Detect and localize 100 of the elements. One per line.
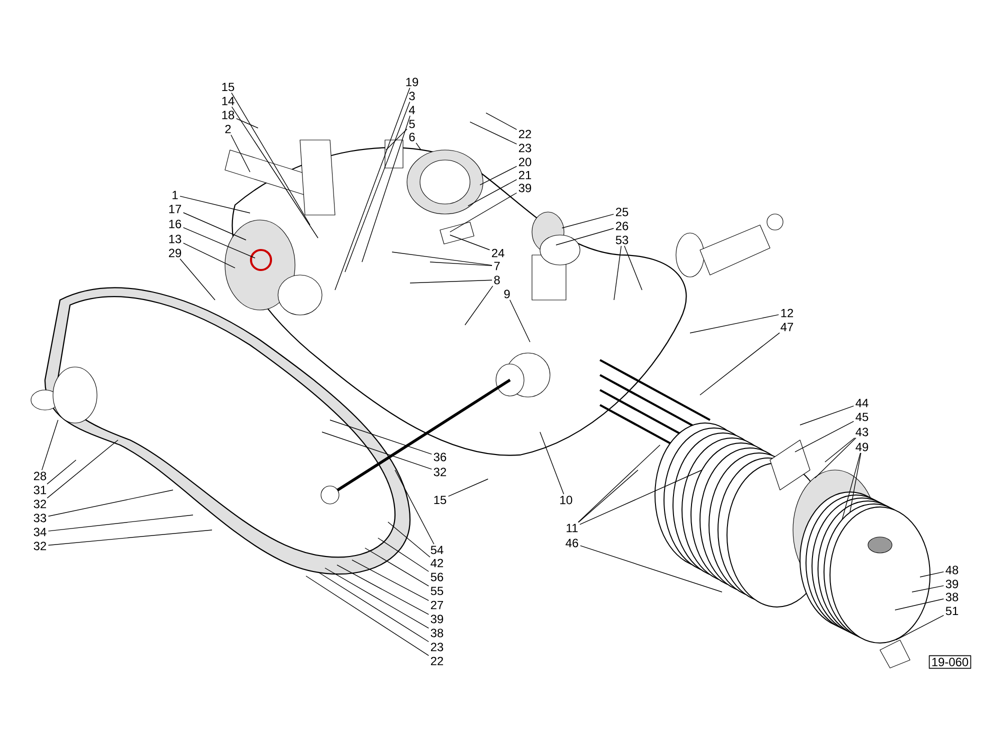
leader-line bbox=[306, 576, 430, 656]
leader-line bbox=[48, 490, 174, 517]
callout-number: 7 bbox=[494, 262, 500, 270]
callout-number: 6 bbox=[409, 132, 415, 142]
callout-number: 4 bbox=[408, 106, 415, 114]
leader-line bbox=[362, 115, 410, 262]
callout-number: 53 bbox=[616, 236, 628, 244]
callout-number: 29 bbox=[168, 248, 182, 258]
leader-line bbox=[48, 514, 194, 532]
leader-line bbox=[800, 406, 854, 426]
callout-number: 13 bbox=[169, 234, 182, 244]
callout-number: 28 bbox=[34, 472, 46, 480]
leader-line bbox=[182, 242, 236, 268]
leader-line bbox=[578, 444, 660, 523]
callout-number: 39 bbox=[518, 184, 532, 192]
leader-line bbox=[700, 332, 780, 396]
leader-line bbox=[624, 246, 642, 290]
callout-number: 17 bbox=[169, 204, 182, 214]
callout-number: 9 bbox=[504, 290, 510, 298]
callout-number: 39 bbox=[430, 614, 444, 624]
leader-line bbox=[912, 585, 944, 592]
leader-line bbox=[430, 262, 492, 266]
leader-line bbox=[450, 234, 490, 250]
leader-line bbox=[580, 470, 702, 525]
leader-line bbox=[578, 470, 638, 523]
leader-line bbox=[46, 460, 76, 484]
callout-number: 32 bbox=[434, 468, 446, 476]
leader-line bbox=[470, 122, 518, 144]
leader-line bbox=[388, 522, 430, 558]
leader-line bbox=[850, 452, 862, 512]
callout-number: 15 bbox=[434, 496, 446, 504]
callout-number: 32 bbox=[34, 542, 46, 550]
callout-number: 2 bbox=[225, 124, 231, 134]
leader-line bbox=[480, 166, 518, 186]
leader-line bbox=[48, 530, 212, 546]
leader-line bbox=[352, 560, 430, 601]
callout-number: 19 bbox=[406, 78, 418, 86]
callout-number: 23 bbox=[518, 144, 532, 152]
callout-number: 25 bbox=[616, 208, 628, 216]
callout-number: 8 bbox=[494, 276, 500, 284]
leader-line bbox=[231, 106, 318, 238]
leader-line bbox=[324, 568, 430, 629]
callout-number: 48 bbox=[946, 566, 958, 574]
leader-line bbox=[562, 214, 614, 228]
callout-number: 36 bbox=[434, 452, 446, 462]
callout-number: 43 bbox=[856, 428, 868, 436]
leader-line bbox=[614, 246, 622, 300]
callout-number: 22 bbox=[430, 656, 444, 666]
callout-number: 3 bbox=[409, 92, 415, 100]
callout-number: 32 bbox=[34, 500, 46, 508]
callout-number: 15 bbox=[222, 82, 234, 92]
leader-line bbox=[410, 280, 492, 284]
leader-line bbox=[386, 128, 408, 150]
callout-number: 11 bbox=[566, 524, 578, 532]
leader-line bbox=[42, 420, 58, 470]
leader-line bbox=[344, 102, 410, 272]
callout-number: 46 bbox=[566, 538, 578, 548]
callout-number: 5 bbox=[409, 120, 415, 128]
callout-number: 51 bbox=[946, 606, 958, 616]
callout-number: 34 bbox=[34, 528, 46, 536]
leader-line bbox=[180, 196, 250, 214]
callout-number: 18 bbox=[222, 110, 234, 120]
callout-number: 44 bbox=[856, 398, 868, 408]
leader-line bbox=[896, 614, 944, 640]
leader-line bbox=[416, 142, 422, 150]
leader-line bbox=[182, 212, 246, 240]
callout-number: 42 bbox=[430, 558, 444, 568]
callout-number: 27 bbox=[430, 600, 444, 610]
leader-line bbox=[464, 286, 494, 326]
leader-line bbox=[394, 470, 434, 544]
leader-line bbox=[364, 548, 430, 586]
leader-line bbox=[580, 545, 722, 592]
callout-number: 31 bbox=[34, 486, 46, 494]
callout-number: 45 bbox=[856, 412, 868, 422]
leader-line bbox=[334, 88, 410, 290]
leader-line bbox=[448, 478, 488, 497]
leader-line bbox=[318, 572, 430, 642]
callout-number: 16 bbox=[169, 220, 182, 228]
leader-line bbox=[894, 598, 944, 610]
leader-line bbox=[231, 92, 310, 226]
leader-line bbox=[794, 421, 854, 452]
callout-number: 12 bbox=[781, 308, 794, 318]
leader-line bbox=[230, 134, 250, 172]
leader-line bbox=[378, 538, 430, 572]
callout-number: 22 bbox=[518, 130, 532, 138]
leader-line bbox=[180, 258, 216, 300]
leader-line bbox=[814, 438, 856, 478]
callout-number: 26 bbox=[616, 222, 628, 230]
leader-line bbox=[450, 192, 518, 232]
leader-line bbox=[509, 300, 530, 342]
callout-number: 47 bbox=[780, 322, 794, 332]
figure-number: 19-060 bbox=[928, 655, 972, 669]
callout-number: 21 bbox=[518, 170, 532, 180]
callout-number: 24 bbox=[492, 248, 504, 258]
leader-line bbox=[46, 440, 118, 498]
callout-number: 54 bbox=[430, 546, 444, 554]
leader-line bbox=[842, 452, 861, 520]
callout-number: 38 bbox=[430, 628, 444, 638]
leader-line bbox=[556, 228, 614, 246]
leader-line bbox=[690, 314, 780, 334]
